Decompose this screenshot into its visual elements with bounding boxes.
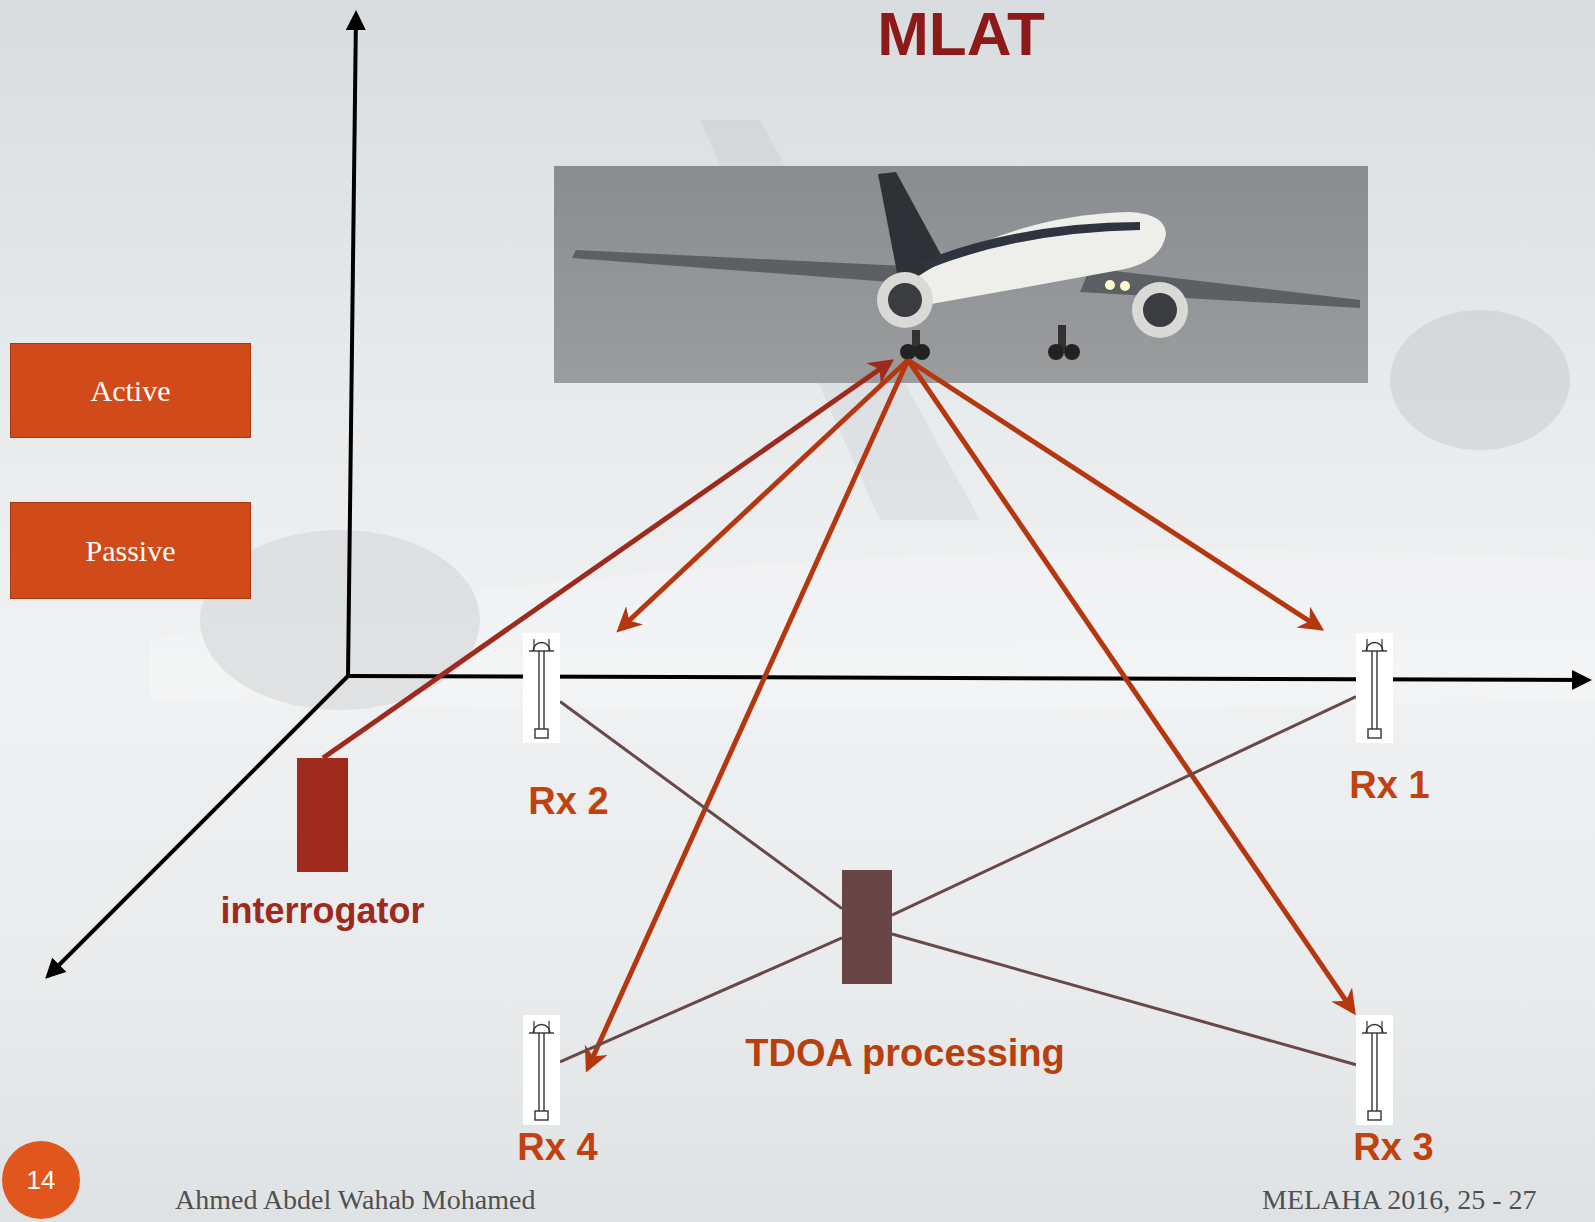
background-airplane — [150, 120, 1595, 710]
receiver-antenna: Rx 1 — [1356, 633, 1393, 743]
illustration-part — [920, 222, 1140, 270]
reply-arrow — [908, 360, 1320, 628]
illustration-part — [1143, 293, 1177, 327]
reply-arrow — [908, 360, 1353, 1011]
aircraft-photo — [554, 166, 1368, 383]
antenna-symbol — [1356, 633, 1393, 743]
illustration-part — [888, 283, 922, 317]
unit-label: Rx 4 — [517, 1128, 597, 1168]
illustration-part — [1366, 1025, 1383, 1033]
illustration-part — [1362, 1032, 1387, 1033]
antenna-symbol — [523, 1015, 560, 1125]
illustration-part — [1362, 650, 1387, 651]
conference-note: MELAHA 2016, 25 - 27 — [1262, 1184, 1537, 1216]
reply-arrow — [620, 360, 908, 629]
box-label: Passive — [86, 534, 176, 568]
illustration-part — [877, 272, 933, 328]
illustration-part — [1080, 268, 1360, 308]
illustration-part — [1132, 282, 1188, 338]
illustration-part — [523, 1015, 560, 1125]
illustration-part — [533, 639, 534, 651]
illustration-part — [548, 1021, 549, 1033]
illustration-part — [1368, 1111, 1381, 1120]
interrogator-unit: interrogator — [297, 758, 348, 872]
unit-label: Rx 3 — [1353, 1128, 1433, 1168]
illustration-part — [1366, 639, 1367, 651]
receiver-antenna: Rx 2 — [523, 633, 560, 743]
reply-arrow — [588, 360, 908, 1068]
receiver-antenna: Rx 3 — [1356, 1015, 1393, 1125]
illustration-part — [1376, 651, 1377, 729]
box-label: Active — [91, 374, 171, 408]
illustration-part — [1120, 281, 1130, 291]
antenna-symbol — [523, 633, 560, 743]
illustration-part — [1366, 1021, 1367, 1033]
connector-line — [892, 697, 1356, 916]
illustration-part — [533, 1021, 534, 1033]
illustration-part — [535, 729, 548, 738]
illustration-part — [1366, 643, 1383, 651]
author-name: Ahmed Abdel Wahab Mohamed — [175, 1184, 535, 1216]
axis-z — [348, 14, 356, 676]
interrogation-arrow — [323, 362, 890, 758]
illustration-part — [1381, 639, 1382, 651]
illustration-part — [1390, 310, 1570, 450]
illustration-part — [1356, 1015, 1393, 1125]
illustration-part — [1105, 280, 1115, 290]
unit-label: interrogator — [220, 892, 424, 930]
tdoa-processor: TDOA processing — [842, 870, 892, 984]
illustration-part — [529, 650, 554, 651]
unit-label: Rx 1 — [1349, 766, 1429, 806]
illustration-part — [533, 1025, 550, 1033]
antenna-symbol — [1356, 1015, 1393, 1125]
signal-arrows — [323, 360, 1353, 1068]
unit-label: TDOA processing — [745, 1034, 1065, 1074]
axes — [48, 14, 1588, 976]
receiver-antenna: Rx 4 — [523, 1015, 560, 1125]
illustration-part — [543, 651, 544, 729]
illustration-part — [1371, 651, 1372, 729]
mode-box: Active — [10, 343, 251, 438]
illustration-part — [900, 344, 916, 360]
illustration-part — [1376, 1033, 1377, 1111]
illustration-part — [529, 1032, 554, 1033]
illustration-part — [538, 651, 539, 729]
illustration-part — [533, 643, 550, 651]
illustration-part — [554, 166, 1368, 383]
illustration-part — [538, 1033, 539, 1111]
page-number: 14 — [27, 1165, 56, 1196]
illustration-part — [1356, 633, 1393, 743]
illustration-part — [1381, 1021, 1382, 1033]
illustration-part — [895, 212, 1166, 306]
illustration-part — [535, 1111, 548, 1120]
page-number-circle — [2, 1141, 80, 1219]
illustration-part — [548, 639, 549, 651]
illustration-part — [1048, 344, 1064, 360]
axis-y — [48, 676, 348, 976]
illustration-part — [1064, 344, 1080, 360]
illustration-part — [1371, 1033, 1372, 1111]
illustration-part — [543, 1033, 544, 1111]
unit-label: Rx 2 — [528, 782, 608, 822]
illustration-part — [523, 633, 560, 743]
slide-title: MLAT — [877, 0, 1045, 68]
illustration-part — [1368, 729, 1381, 738]
mode-box: Passive — [10, 502, 251, 599]
illustration-part — [914, 344, 930, 360]
